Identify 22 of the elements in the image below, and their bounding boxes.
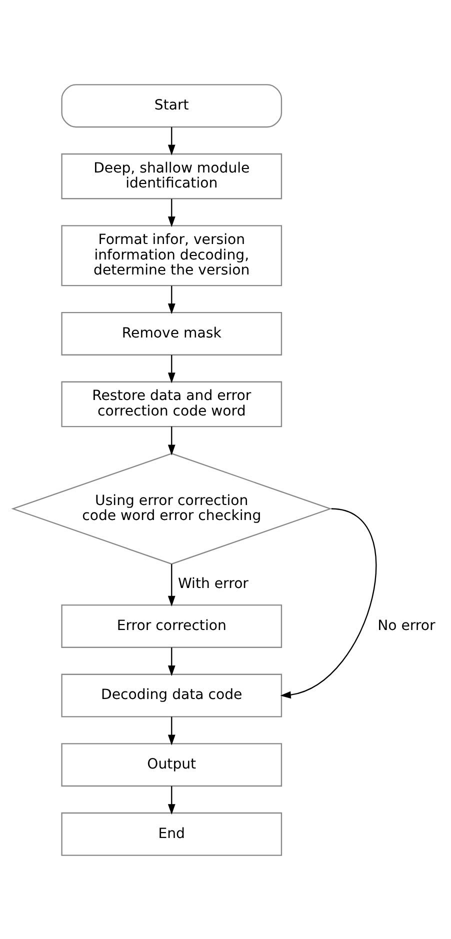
- node-box: Deep, shallow module identification: [61, 152, 282, 199]
- arrow: [168, 716, 176, 745]
- arrow: [168, 126, 176, 155]
- arrow: [168, 354, 176, 383]
- node-box: Restore data and error correction code word: [61, 380, 282, 427]
- node-box: Output: [61, 742, 282, 786]
- node-box: Error correction: [61, 604, 282, 648]
- node-box: Format infor, version information decoding, determine the version: [61, 224, 282, 286]
- node-diamond: Using error correction code word error checking: [11, 452, 332, 564]
- arrow: [168, 285, 176, 314]
- node-box: Start: [61, 84, 282, 128]
- arrow: [168, 426, 176, 455]
- node-box: End: [61, 812, 282, 856]
- edge-label: No error: [378, 617, 436, 634]
- edge-label: With error: [178, 576, 248, 592]
- arrow: [168, 564, 176, 606]
- node-box: Remove mask: [61, 312, 282, 355]
- arrow: [168, 786, 176, 814]
- arrow: [280, 508, 376, 698]
- arrow: [168, 647, 176, 676]
- arrow: [168, 198, 176, 227]
- node-box: Decoding data code: [61, 673, 282, 717]
